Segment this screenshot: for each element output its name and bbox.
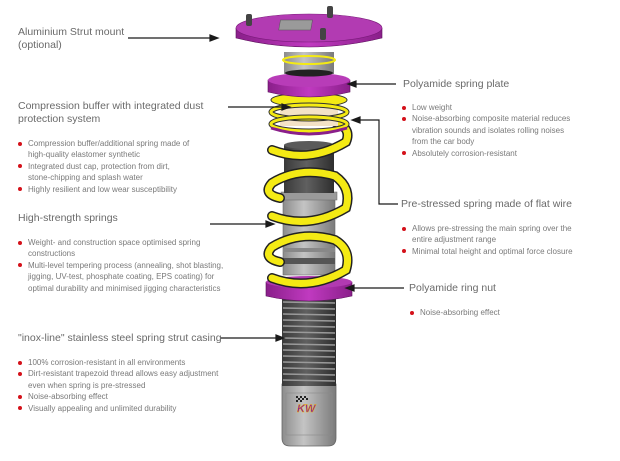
bullet-list-compression-buffer: Compression buffer/additional spring mad… xyxy=(16,138,189,195)
bullet-list-spring-plate: Low weight Noise-absorbing composite mat… xyxy=(400,102,570,159)
thread-line xyxy=(282,349,336,352)
thread-line xyxy=(282,331,336,334)
bullet-item: Noise-absorbing effect xyxy=(16,391,218,402)
thread-line xyxy=(282,337,336,340)
thread-line xyxy=(282,361,336,364)
bullet-item: Highly resilient and low wear susceptibi… xyxy=(16,184,189,195)
arrowhead-icon xyxy=(265,220,276,228)
arrowhead-icon xyxy=(209,34,220,42)
thread-line xyxy=(282,313,336,316)
thread-line xyxy=(282,325,336,328)
top-bearing xyxy=(282,52,336,77)
thread-line xyxy=(282,355,336,358)
bullet-item: Dirt-resistant trapezoid thread allows e… xyxy=(16,368,218,391)
arrowhead-icon xyxy=(275,334,286,342)
thread-line xyxy=(282,367,336,370)
bullet-list-ring-nut: Noise-absorbing effect xyxy=(408,307,500,318)
bullet-list-springs: Weight- and construction space optimised… xyxy=(16,237,223,294)
leader-lines xyxy=(128,34,404,342)
threaded-casing xyxy=(282,296,336,386)
thread-line xyxy=(282,301,336,304)
helper-spring xyxy=(268,92,350,136)
strut-mount xyxy=(235,6,383,48)
casing-can xyxy=(281,383,337,447)
arrowhead-icon xyxy=(350,116,361,124)
bullet-list-flat-wire-spring: Allows pre-stressing the main spring ove… xyxy=(400,223,573,257)
leader-flat-wire-spring xyxy=(360,119,398,205)
thread-line xyxy=(282,379,336,382)
callout-title-ring-nut: Polyamide ring nut xyxy=(409,282,496,294)
bullet-item: Visually appealing and unlimited durabil… xyxy=(16,403,218,414)
arrowhead-icon xyxy=(344,284,355,292)
bullet-list-casing: 100% corrosion-resistant in all environm… xyxy=(16,357,218,414)
bullet-item: Integrated dust cap, protection from dir… xyxy=(16,161,189,184)
bullet-item: Multi-level tempering process (annealing… xyxy=(16,260,223,294)
bullet-item: Low weight xyxy=(400,102,570,113)
arrowhead-icon xyxy=(281,103,292,111)
bullet-item: Compression buffer/additional spring mad… xyxy=(16,138,189,161)
bullet-item: Weight- and construction space optimised… xyxy=(16,237,223,260)
arrowhead-icon xyxy=(346,80,357,88)
kw-logo: KW xyxy=(296,396,317,415)
callout-title-springs: High-strength springs xyxy=(18,212,118,224)
bullet-item: 100% corrosion-resistant in all environm… xyxy=(16,357,218,368)
thread-line xyxy=(282,319,336,322)
bullet-item: Noise-absorbing composite material reduc… xyxy=(400,113,570,147)
callout-title-compression-buffer: Compression buffer with integrated dust … xyxy=(18,100,204,125)
thread-line xyxy=(282,307,336,310)
svg-text:KW: KW xyxy=(297,403,317,415)
bullet-item: Noise-absorbing effect xyxy=(408,307,500,318)
bullet-item: Absolutely corrosion-resistant xyxy=(400,148,570,159)
spring-plate xyxy=(267,73,351,98)
callout-title-casing: "inox-line" stainless steel spring strut… xyxy=(18,332,222,344)
bullet-item: Allows pre-stressing the main spring ove… xyxy=(400,223,573,246)
callout-title-spring-plate: Polyamide spring plate xyxy=(403,78,510,90)
bullet-item: Minimal total height and optimal force c… xyxy=(400,246,573,257)
thread-line xyxy=(282,343,336,346)
callout-title-strut-mount: Aluminium Strut mount (optional) xyxy=(18,26,125,51)
thread-line xyxy=(282,373,336,376)
callout-title-flat-wire-spring: Pre-stressed spring made of flat wire xyxy=(401,198,572,210)
